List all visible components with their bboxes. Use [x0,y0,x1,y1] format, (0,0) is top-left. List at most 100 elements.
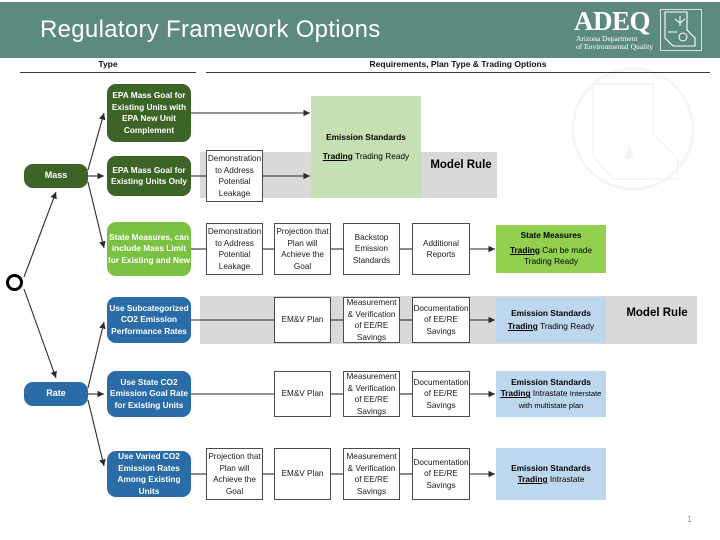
option-line: State Measures, [109,231,173,242]
step-box-emv-plan: EM&V Plan [274,297,331,343]
option-line: Complement [123,124,175,135]
step-line: Achieve the [281,250,324,259]
outcome-detail: Interstate with multistate plan [518,389,602,410]
step-line: Savings [356,486,387,496]
branch-node-mass-label: Mass [44,170,68,181]
step-line: Savings [356,332,387,342]
adeq-wordmark: ADEQ [574,6,651,36]
adeq-logo: ADEQ Arizona Department of Environmental… [574,8,702,54]
step-line: Achieve the [213,475,256,484]
step-line: EM&V Plan [281,469,324,479]
start-circle-icon [6,274,23,291]
option-node-mass-epa-goal-existing-only[interactable]: EPA Mass Goal for Existing Units Only [107,156,191,196]
footer-divider [0,538,720,540]
adeq-subtitle-line-2: of Environmental Quality [576,42,654,51]
option-line: EPA New Unit [122,113,176,123]
outcome-panel-rate-subcategorized: Emission Standards Trading Trading Ready [496,297,606,343]
step-box-projection-goal: Projection that Plan will Achieve the Go… [274,223,331,275]
outcome-panel-rate-varied: Emission Standards Trading Intrastate [496,448,606,500]
outcome-detail: Trading Ready [355,150,410,161]
step-line: Backstop [354,232,389,242]
step-box-additional-reports: Additional Reports [412,223,470,275]
outcome-title: Emission Standards [511,462,591,473]
outcome-trading-label: Trading [500,388,531,399]
outcome-detail: Trading Ready [540,321,595,331]
option-line: Use Subcategorized [109,302,189,313]
outcome-trading-label: Trading [322,150,353,161]
branch-node-rate[interactable]: Rate [24,382,88,406]
model-rule-word: Model Rule [626,307,688,319]
header-banner: Regulatory Framework Options ADEQ Arizon… [0,2,720,58]
outcome-panel-rate-state-goal: Emission Standards Trading Intrastate In… [496,371,606,417]
adeq-subtitle-line-1: Arizona Department [576,34,638,43]
outcome-panel-mass-epa-goal-new-unit: Emission Standards Trading Trading Ready [311,96,421,198]
option-line: for Existing Units [114,399,184,410]
step-line: Plan will [287,238,318,248]
option-line: EPA Mass Goal for [112,90,186,100]
step-line: Measurement [346,452,397,461]
option-node-rate-subcategorized[interactable]: Use Subcategorized CO2 Emission Performa… [107,297,191,343]
adeq-watermark-icon [568,64,698,194]
outcome-title: Emission Standards [326,132,406,142]
step-line: Measurement [346,298,397,307]
option-line: Emission Rates [118,462,180,473]
option-line: Existing Units with [111,101,187,112]
option-line: EPA Mass Goal for [112,164,186,175]
step-box-emv-plan: EM&V Plan [274,371,331,417]
outcome-detail: Intrastate [532,388,568,399]
outcome-detail: Intrastate [549,474,585,484]
step-line: of EE/RE [354,475,389,484]
step-box-demonstration-leakage: Demonstration to Address Potential Leaka… [206,150,263,202]
option-node-mass-epa-goal-new-unit[interactable]: EPA Mass Goal for Existing Units with EP… [107,84,191,142]
option-line: Use Varied CO2 [118,451,180,461]
step-line: of EE/RE [424,389,458,399]
step-box-documentation-savings: Documentation of EE/RE Savings [412,371,470,417]
option-line: can include [111,231,189,254]
step-line: Documentation [413,303,469,313]
step-line: Demonstration [207,154,262,163]
option-line: Performance Rates [111,325,187,336]
step-line: Documentation [413,377,469,387]
step-line: EM&V Plan [281,315,324,325]
step-line: Additional [423,238,459,248]
step-line: Projection that [208,452,261,461]
branch-node-rate-label: Rate [46,388,66,399]
step-line: Emission [354,244,389,254]
step-box-measurement-verification: Measurement & Verification of EE/RE Savi… [343,448,400,500]
option-line: Emission Goal Rate [110,388,188,399]
step-line: Leakage [218,188,251,198]
step-box-documentation-savings: Documentation of EE/RE Savings [412,448,470,500]
step-line: & Verification [347,309,396,319]
step-line: Savings [426,400,456,410]
step-line: Potential [218,177,251,186]
option-line: Mass Limit for [107,243,187,265]
model-rule-label-mass: Model Rule [430,158,492,172]
step-line: Savings [426,480,456,490]
model-rule-label-rate: Model Rule [625,306,689,320]
branch-node-mass[interactable]: Mass [24,164,88,188]
step-line: of EE/RE [424,315,458,325]
option-node-rate-state-goal[interactable]: Use State CO2 Emission Goal Rate for Exi… [107,371,191,417]
arizona-state-outline-icon [660,9,702,51]
model-rule-word: Model Rule [430,159,492,171]
step-line: EM&V Plan [281,389,324,399]
option-line: Existing and New [121,254,191,265]
step-line: & Verification [347,383,396,393]
step-box-emv-plan: EM&V Plan [274,448,331,500]
step-line: Potential [218,250,251,259]
outcome-detail: Can be made Trading Ready [523,244,593,267]
option-line: CO2 Emission [120,314,178,325]
step-line: Documentation [413,457,469,467]
step-line: Measurement [346,372,397,381]
page-title: Regulatory Framework Options [40,16,381,43]
step-line: to Address [215,238,254,248]
option-node-rate-varied[interactable]: Use Varied CO2 Emission Rates Among Exis… [107,451,191,497]
step-line: Reports [426,250,456,259]
option-node-mass-state-measures[interactable]: State Measures, can include Mass Limit f… [107,222,191,276]
step-line: Goal [225,486,244,496]
column-header-requirements: Requirements, Plan Type & Trading Option… [206,59,710,73]
step-line: of EE/RE [354,395,389,404]
step-line: Goal [293,261,312,271]
outcome-trading-label: Trading [509,244,540,255]
step-box-measurement-verification: Measurement & Verification of EE/RE Savi… [343,371,400,417]
